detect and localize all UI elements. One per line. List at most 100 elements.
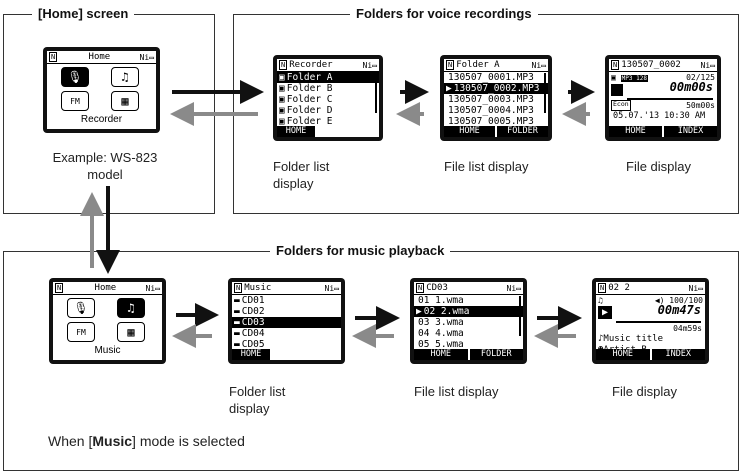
format-badge: MP3 128 bbox=[620, 75, 648, 82]
list-item[interactable]: 01 1.wma bbox=[414, 295, 523, 306]
list-item[interactable]: 130507_0003.MP3 bbox=[444, 94, 548, 105]
list-item[interactable]: 03 3.wma bbox=[414, 317, 523, 328]
stop-icon bbox=[611, 84, 623, 96]
folder-icon: ▬ bbox=[234, 328, 240, 339]
voice-file-list-caption: File list display bbox=[444, 159, 529, 174]
scrollbar bbox=[375, 73, 377, 113]
list-item[interactable]: ▬CD02 bbox=[232, 306, 341, 317]
caption-bold: Music bbox=[92, 433, 133, 449]
music-title: Music title bbox=[603, 334, 664, 344]
home-softkey: HOME bbox=[444, 126, 495, 137]
list-item[interactable]: ▬CD03 bbox=[232, 317, 341, 328]
list-item-label: CD03 bbox=[241, 317, 265, 328]
list-item-label: 130507_0001.MP3 bbox=[448, 72, 534, 83]
home-softkey: HOME bbox=[609, 126, 662, 137]
list-item[interactable]: 05 5.wma bbox=[414, 339, 523, 350]
voice-folder-list-caption: Folder list display bbox=[273, 158, 329, 192]
list-item[interactable]: ▣Folder B bbox=[277, 83, 379, 94]
voice-folder-list-header: Recorder bbox=[289, 59, 333, 70]
home-softkey: HOME bbox=[596, 349, 650, 360]
microphone-icon: 🎙 bbox=[67, 298, 95, 318]
folder-softkey: FOLDER bbox=[497, 126, 548, 137]
list-item[interactable]: ▣Folder C bbox=[277, 94, 379, 105]
home-caption-line1: Example: WS-823 bbox=[52, 150, 158, 165]
voice-file-display-caption: File display bbox=[626, 159, 692, 174]
home-header: Home bbox=[94, 282, 117, 293]
calendar-icon: ▦ bbox=[117, 322, 145, 342]
music-note-icon: ♫ bbox=[117, 298, 145, 318]
progress-bar bbox=[627, 98, 713, 100]
music-note-icon: ♫ bbox=[111, 67, 139, 87]
battery-icon: Ni▭ bbox=[139, 52, 154, 62]
music-mode-caption: When [Music] mode is selected bbox=[48, 433, 245, 450]
list-item[interactable]: ▬CD04 bbox=[232, 328, 341, 339]
caption-line1: Folder list bbox=[229, 384, 286, 399]
folder-key-icon: ▣ bbox=[279, 116, 285, 127]
folder-icon: ▬ bbox=[234, 295, 240, 306]
home-caption-line2: model bbox=[87, 167, 123, 182]
recording-date: 05.07.'13 10:30 AM bbox=[613, 111, 706, 121]
folder-key-icon: ▣ bbox=[279, 83, 285, 94]
home-caption: Example: WS-823 model bbox=[40, 149, 170, 183]
list-item[interactable]: ▣Folder D bbox=[277, 105, 379, 116]
list-item-label: 130507_0003.MP3 bbox=[448, 94, 534, 105]
elapsed-time: 00m00s bbox=[669, 80, 713, 94]
folder-icon: ▬ bbox=[234, 317, 240, 328]
music-folder-list-caption: Folder list display bbox=[229, 383, 285, 417]
list-item[interactable]: ▣Folder A bbox=[277, 72, 379, 83]
elapsed-time: 00m47s bbox=[657, 303, 701, 317]
list-item[interactable]: ▣Folder E bbox=[277, 116, 379, 127]
music-file-list-caption: File list display bbox=[414, 384, 499, 399]
home-mode-label: Music bbox=[94, 345, 121, 356]
list-item[interactable]: ▬CD05 bbox=[232, 339, 341, 350]
file-counter: 02/125 bbox=[686, 73, 715, 82]
caption-line1: Folder list bbox=[273, 159, 330, 174]
progress-bar bbox=[616, 321, 701, 323]
list-item[interactable]: 04 4.wma bbox=[414, 328, 523, 339]
list-item[interactable]: ▬CD01 bbox=[232, 295, 341, 306]
calendar-icon: ▦ bbox=[111, 91, 139, 111]
home-softkey: HOME bbox=[232, 349, 270, 360]
list-item[interactable]: 130507_0005.MP3 bbox=[444, 116, 548, 127]
voice-file-list-header: Folder A bbox=[456, 59, 500, 70]
list-item-label: CD04 bbox=[241, 328, 265, 339]
title-icon: ♪ bbox=[598, 334, 604, 344]
folder-key-icon: ▣ bbox=[279, 72, 285, 83]
music-file-header: 02 2 bbox=[608, 282, 630, 293]
battery-icon: Ni▭ bbox=[145, 283, 160, 293]
caption-prefix: When [ bbox=[48, 433, 93, 449]
list-item-label: 130507_0005.MP3 bbox=[448, 116, 534, 127]
caption-suffix: ] mode is selected bbox=[132, 433, 245, 449]
list-item[interactable]: 130507_0001.MP3 bbox=[444, 72, 548, 83]
music-playback-title: Folders for music playback bbox=[270, 243, 451, 258]
list-item-label: 04 4.wma bbox=[418, 328, 464, 339]
list-item[interactable]: ▶02 2.wma bbox=[414, 306, 523, 317]
scrollbar bbox=[544, 73, 546, 113]
fm-radio-icon: FM bbox=[67, 322, 95, 342]
music-folder-list-header: Music bbox=[244, 282, 272, 293]
track-length: 04m59s bbox=[673, 324, 702, 333]
list-item-label: 05 5.wma bbox=[418, 339, 464, 350]
music-folder-icon: ♫ bbox=[598, 296, 603, 305]
list-item-label: Folder C bbox=[286, 94, 333, 105]
folder-softkey: FOLDER bbox=[469, 349, 523, 360]
list-item-label: 130507_0004.MP3 bbox=[448, 105, 534, 116]
music-file-display-caption: File display bbox=[612, 384, 678, 399]
file-status-icon: ▶ bbox=[446, 83, 452, 94]
list-item[interactable]: 130507_0004.MP3 bbox=[444, 105, 548, 116]
list-item-label: 130507_0002.MP3 bbox=[453, 83, 540, 94]
list-item[interactable]: ▶130507_0002.MP3 bbox=[444, 83, 548, 94]
index-softkey: INDEX bbox=[651, 349, 705, 360]
list-item-label: 03 3.wma bbox=[418, 317, 464, 328]
list-item-label: Folder E bbox=[286, 116, 333, 127]
folder-key-icon: ▣ bbox=[279, 105, 285, 116]
home-mode-label: Recorder bbox=[80, 114, 123, 125]
list-item-label: CD01 bbox=[241, 295, 265, 306]
list-item-label: CD05 bbox=[241, 339, 265, 350]
battery-icon: Ni▭ bbox=[362, 60, 377, 70]
music-file-list-header: CD03 bbox=[426, 282, 448, 293]
